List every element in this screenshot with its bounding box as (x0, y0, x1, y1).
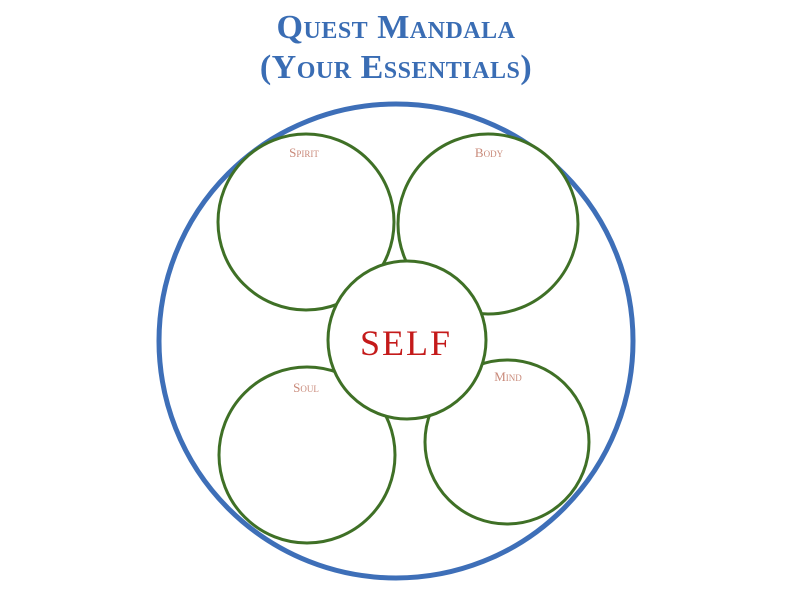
body-label: Body (475, 145, 504, 160)
soul-circle[interactable] (217, 365, 397, 545)
outer-ring (156, 101, 636, 581)
spirit-circle[interactable] (216, 132, 396, 312)
self-circle[interactable] (326, 259, 488, 421)
spirit-label: Spirit (289, 145, 319, 160)
self-label: SELF (360, 323, 452, 363)
mind-circle[interactable] (423, 358, 591, 526)
page-title: Quest Mandala (276, 9, 516, 46)
soul-label: Soul (293, 380, 319, 395)
mind-label: Mind (494, 369, 522, 384)
page-subtitle: (Your Essentials) (259, 49, 533, 86)
